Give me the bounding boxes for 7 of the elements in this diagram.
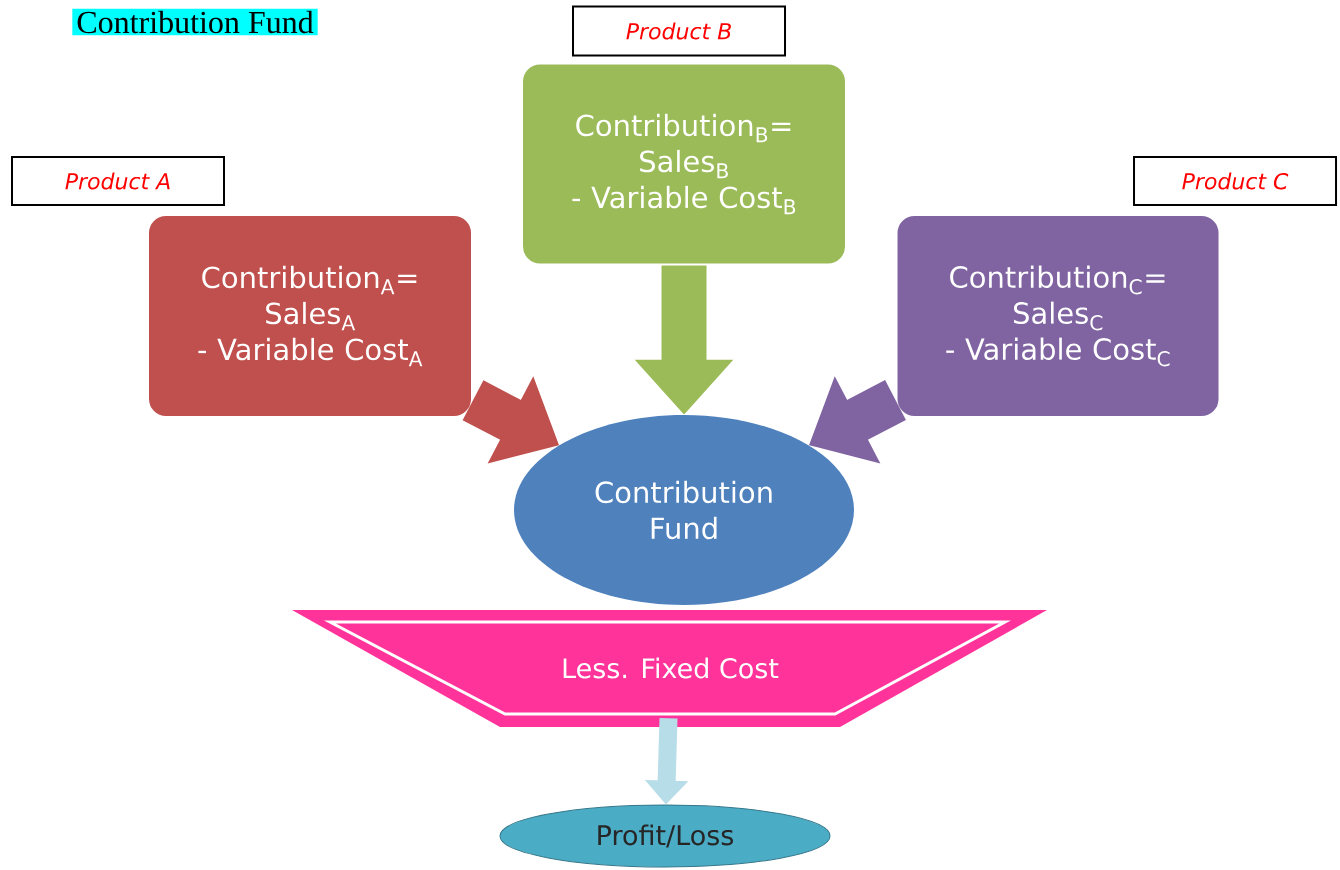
product-label: Product A [11,156,225,206]
title: Contribution Fund [72,8,318,36]
formula-box: Contribution$_{B}$= Sales$_{B}$ - Variable Cost$_{B}$ [521,62,847,266]
product-label: Product B [572,5,786,57]
formula-box: Contribution$_{C}$= Sales$_{C}$ - Variable Cost$_{C}$ [895,214,1221,418]
product-label: Product C [1133,156,1337,206]
formula-box: Contribution$_{A}$= Sales$_{A}$ - Variable Cost$_{A}$ [147,214,473,418]
